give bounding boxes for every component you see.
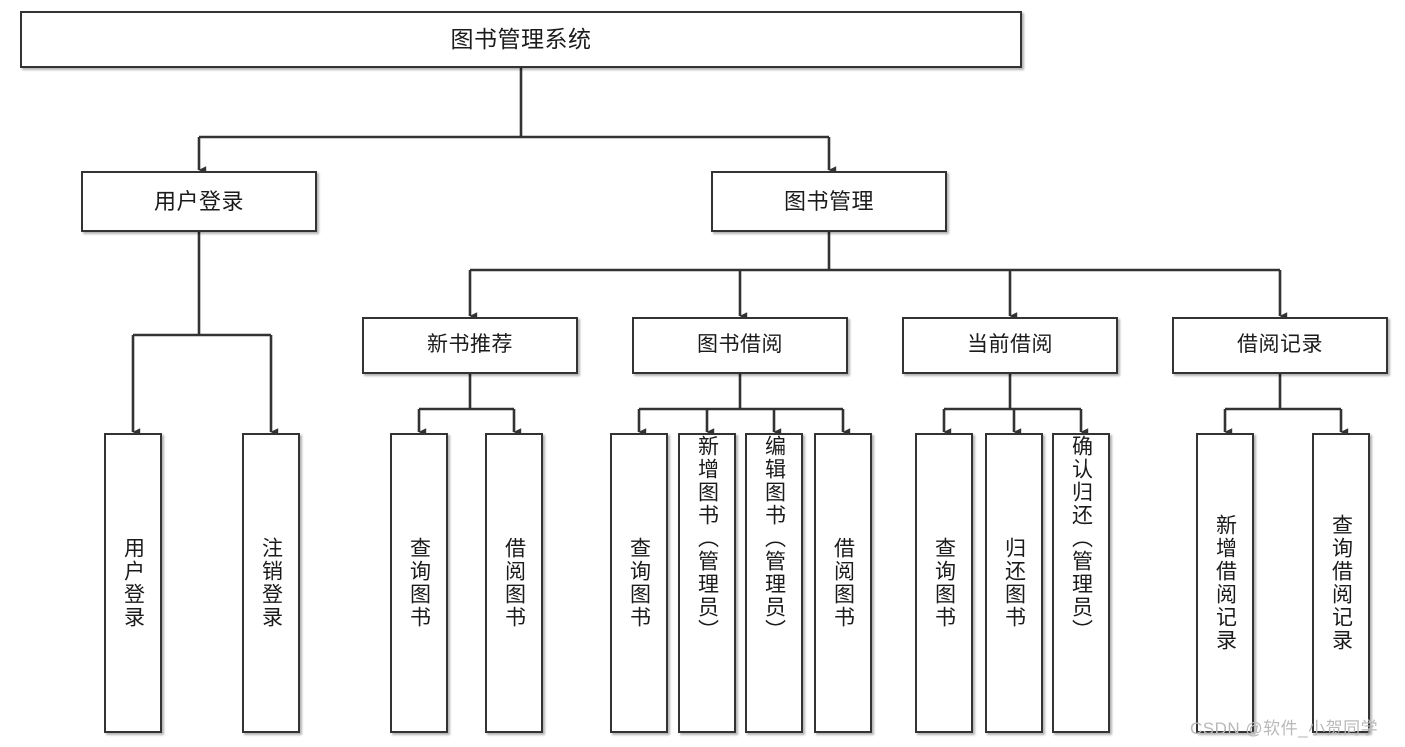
node-label: 查询图书 [627, 537, 651, 629]
node-leaf-login-2[interactable]: 注销登录 [242, 433, 300, 733]
node-label: 新增借阅记录 [1213, 514, 1237, 652]
node-leaf-bor-4[interactable]: 借阅图书 [814, 433, 872, 733]
node-leaf-cur-1[interactable]: 查询图书 [915, 433, 973, 733]
node-label: 查询借阅记录 [1329, 514, 1353, 652]
node-label: 图书借阅 [697, 333, 783, 357]
node-leaf-cur-2[interactable]: 归还图书 [985, 433, 1043, 733]
node-leaf-cur-3[interactable]: 确认归还（管理员） [1052, 433, 1110, 733]
node-label: 查询图书 [932, 537, 956, 629]
node-borrow[interactable]: 图书借阅 [632, 317, 848, 374]
node-leaf-new-1[interactable]: 查询图书 [390, 433, 448, 733]
node-label: 图书管理系统 [450, 26, 592, 53]
node-label: 注销登录 [259, 537, 283, 629]
node-label: 查询图书 [407, 537, 431, 629]
node-label: 用户登录 [153, 188, 244, 214]
node-leaf-login-1[interactable]: 用户登录 [104, 433, 162, 733]
node-leaf-new-2[interactable]: 借阅图书 [485, 433, 543, 733]
node-leaf-bor-3[interactable]: 编辑图书（管理员） [745, 433, 803, 733]
node-leaf-bor-1[interactable]: 查询图书 [610, 433, 668, 733]
node-label: 借阅图书 [502, 537, 526, 629]
node-label: 新书推荐 [427, 333, 513, 357]
csdn-watermark: CSDN @软件_小贺同学 [1190, 719, 1379, 738]
node-label: 当前借阅 [967, 333, 1053, 357]
node-label: 图书管理 [783, 188, 874, 214]
node-label: 借阅图书 [831, 537, 855, 629]
node-records[interactable]: 借阅记录 [1172, 317, 1388, 374]
node-bookmgr[interactable]: 图书管理 [711, 171, 947, 232]
node-label: 用户登录 [121, 537, 145, 629]
node-leaf-bor-2[interactable]: 新增图书（管理员） [678, 433, 736, 733]
node-label: 确认归还（管理员） [1069, 435, 1093, 642]
node-label: 新增图书（管理员） [695, 435, 719, 642]
node-newbook[interactable]: 新书推荐 [362, 317, 578, 374]
node-label: 归还图书 [1002, 537, 1026, 629]
node-leaf-rec-1[interactable]: 新增借阅记录 [1196, 433, 1254, 733]
node-label: 借阅记录 [1237, 333, 1323, 357]
node-root[interactable]: 图书管理系统 [20, 11, 1022, 68]
node-leaf-rec-2[interactable]: 查询借阅记录 [1312, 433, 1370, 733]
node-login[interactable]: 用户登录 [81, 171, 317, 232]
node-current[interactable]: 当前借阅 [902, 317, 1118, 374]
node-label: 编辑图书（管理员） [762, 435, 786, 642]
